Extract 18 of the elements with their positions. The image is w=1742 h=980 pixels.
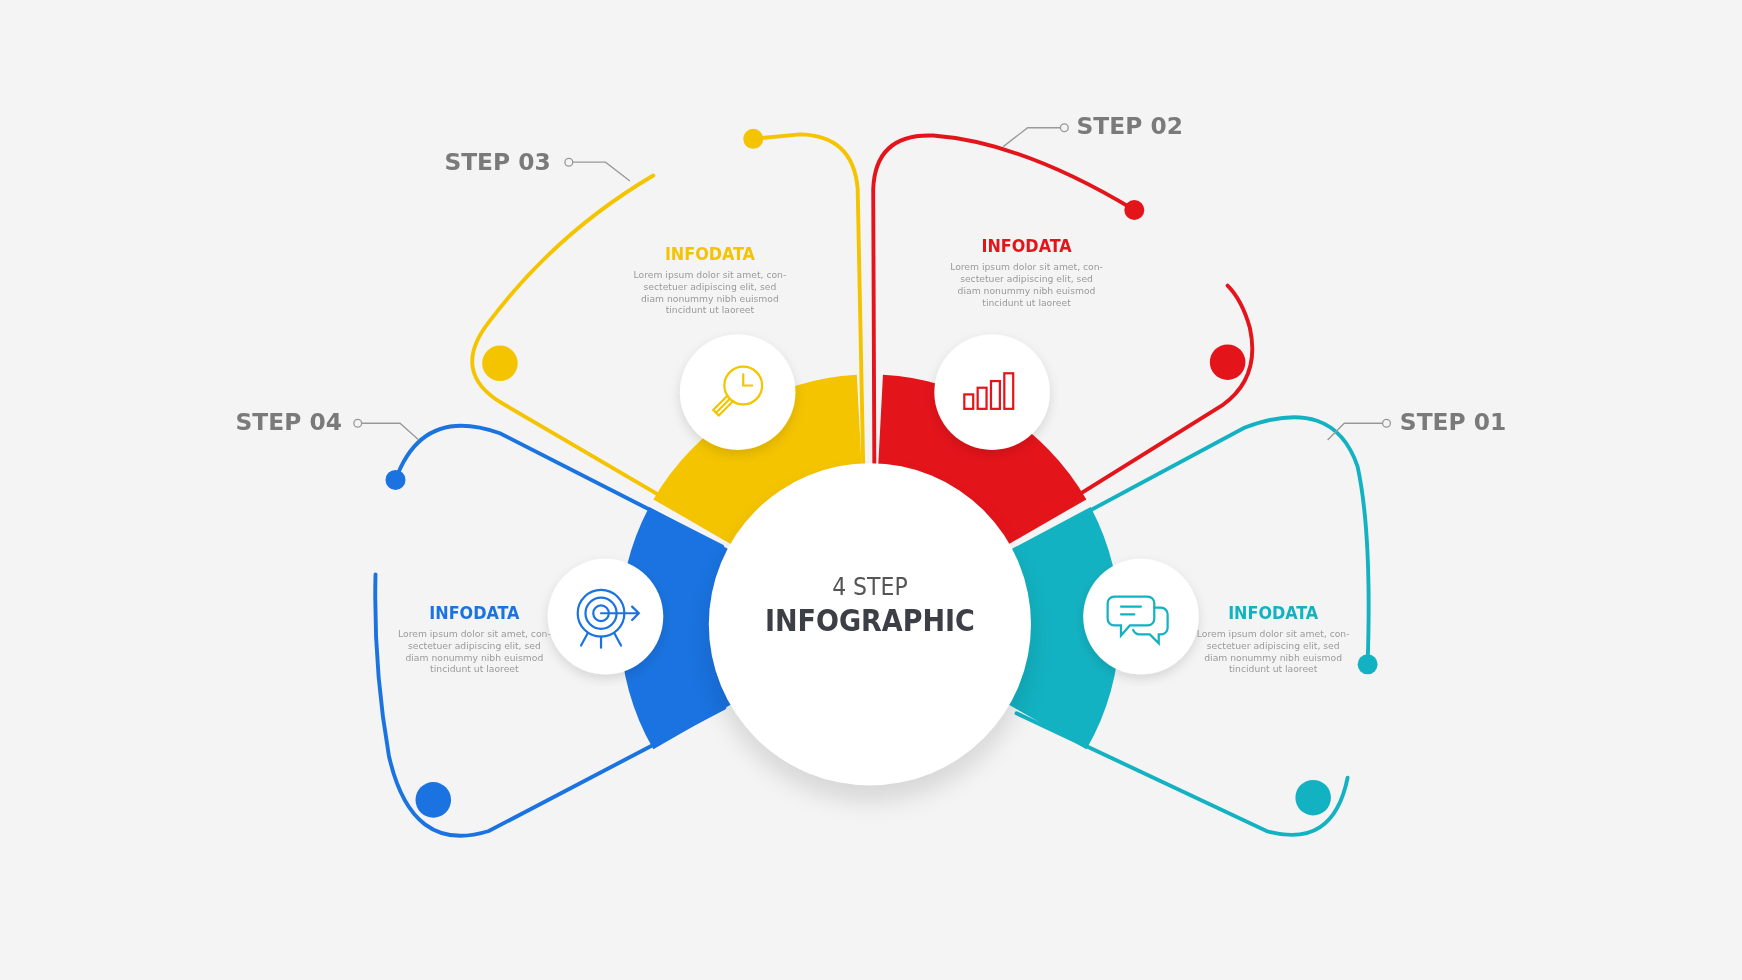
body-text: Lorem ipsum dolor sit amet, con- sectetuer adipiscing elit, sed diam nonummy nibh euismod tincidunt ut laoreet	[397, 627, 552, 676]
heading: INFODATA	[1228, 603, 1319, 623]
step-label: STEP 04	[235, 411, 342, 435]
step-label: STEP 01	[1399, 411, 1507, 435]
heading: INFODATA	[429, 603, 520, 623]
heading: INFODATA	[981, 236, 1072, 257]
leader-line	[1002, 123, 1069, 148]
body-text: Lorem ipsum dolor sit amet, con- sectetuer adipiscing elit, sed diam nonummy nibh euismod tincidunt ut laoreet	[1195, 627, 1351, 676]
body-text: Lorem ipsum dolor sit amet, con- sectetuer adipiscing elit, sed diam nonummy nibh euismod tincidunt ut laoreet	[632, 268, 788, 317]
leader-line	[564, 157, 631, 182]
step-label: STEP 03	[444, 151, 551, 175]
heading: INFODATA	[664, 244, 755, 264]
body-text: Lorem ipsum dolor sit amet, con- sectetuer adipiscing elit, sed diam nonummy nibh euismod tincidunt ut laoreet	[949, 261, 1104, 309]
title: INFOGRAPHIC	[764, 603, 975, 638]
leader-line	[353, 418, 420, 441]
leader-line	[1326, 418, 1392, 441]
step-label: STEP 02	[1076, 115, 1183, 139]
subtitle: 4 STEP	[832, 573, 908, 602]
